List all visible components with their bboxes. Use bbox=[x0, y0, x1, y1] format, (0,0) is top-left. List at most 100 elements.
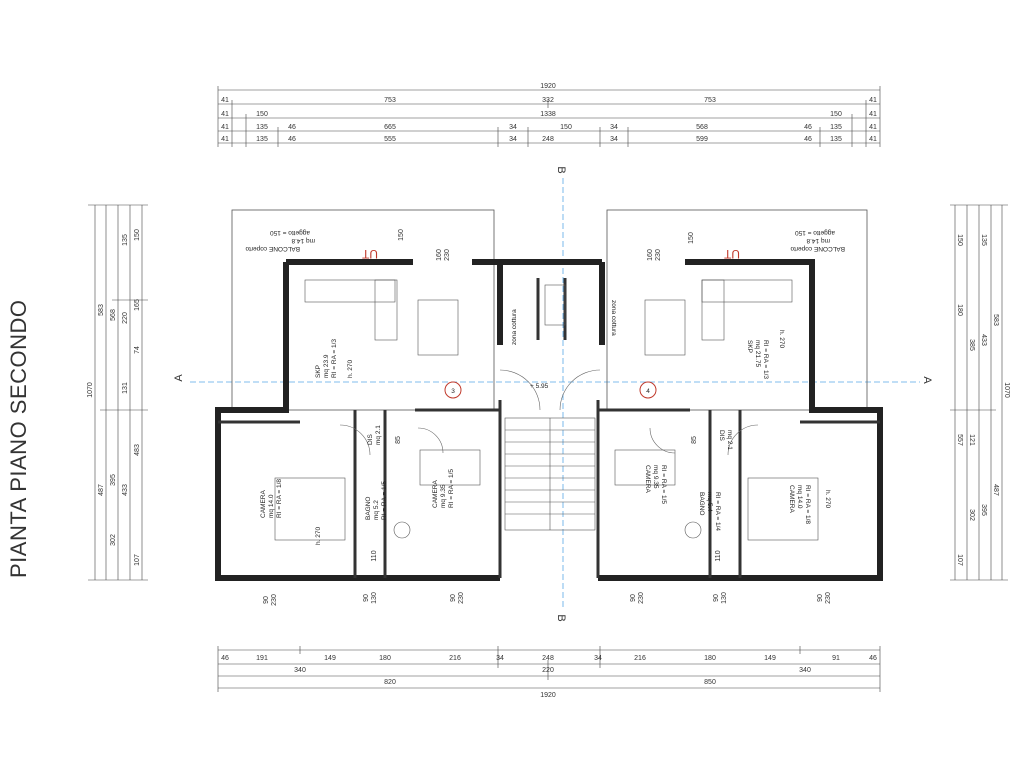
dim-top-r5-2: 135 bbox=[256, 136, 268, 143]
left-bed2-1: mq 9.35 bbox=[440, 484, 447, 508]
right-bed1-0: CAMERA bbox=[788, 485, 795, 513]
left-balcony-0: BALCONE coperto bbox=[245, 245, 300, 252]
dim-top-r3-4: 41 bbox=[869, 111, 877, 118]
right-bed2-1: mq 9.35 bbox=[652, 465, 659, 489]
right-living-2: RI = RA = 1/3 bbox=[762, 340, 769, 379]
window-label-6: 85 bbox=[395, 436, 402, 444]
dim-bot-r1-4: 149 bbox=[324, 655, 336, 662]
left-living-0: SKP bbox=[315, 365, 322, 378]
window-label-9: 110 bbox=[715, 550, 722, 561]
dim-top-r5-6: 248 bbox=[542, 136, 554, 143]
dim-top-r3-0: 41 bbox=[221, 111, 229, 118]
dim-right-8: 180 bbox=[956, 304, 963, 316]
dim-left-1: 583 bbox=[98, 304, 105, 316]
window-label-4: 150 bbox=[398, 229, 405, 241]
dim-left-7: 483 bbox=[134, 444, 141, 456]
interior-walls bbox=[218, 278, 880, 578]
window-label-3: 230 bbox=[655, 249, 662, 261]
left-bath-2: RI = RA = 1/5 bbox=[381, 481, 388, 520]
right-bed1-1: mq 14.0 bbox=[796, 485, 803, 509]
dim-top-r5-3: 46 bbox=[288, 136, 296, 143]
dim-top-r4-12: 41 bbox=[869, 124, 877, 131]
dim-left-23: 150 bbox=[134, 229, 141, 241]
dim-top-r3-2: 1338 bbox=[540, 111, 556, 118]
dim-top-r4-3: 46 bbox=[288, 124, 296, 131]
door-arcs bbox=[339, 369, 759, 456]
dim-top-r3-3: 150 bbox=[830, 111, 842, 118]
dim-top-r5-9: 46 bbox=[804, 136, 812, 143]
ut-tag-left: UT bbox=[361, 247, 378, 261]
dim-right-7: 557 bbox=[956, 434, 963, 446]
dim-right-11: 121 bbox=[968, 434, 975, 446]
dim-bot-r1-18: 91 bbox=[832, 655, 840, 662]
dim-top-total: 1920 bbox=[540, 83, 556, 90]
section-mark-a-right: A bbox=[921, 376, 933, 384]
dim-top-r2-0: 41 bbox=[221, 97, 229, 104]
dim-top-r4-7: 34 bbox=[610, 124, 618, 131]
unit-marker-4 bbox=[639, 381, 657, 399]
dim-top-r5-5: 34 bbox=[509, 136, 517, 143]
dim-right-9: 135 bbox=[980, 234, 987, 246]
right-bed2-2: RI = RA = 1/5 bbox=[660, 465, 667, 504]
dim-right-5: 302 bbox=[968, 509, 975, 521]
dim-right-0: 1070 bbox=[1003, 382, 1010, 398]
door-label-6: 90 bbox=[630, 594, 637, 602]
dim-left-5: 302 bbox=[110, 534, 117, 546]
right-dis-1: mq 2.1 bbox=[726, 430, 733, 450]
dim-top-r2-2: 332 bbox=[542, 97, 554, 104]
left-living-2: RI = RA = 1/3 bbox=[331, 339, 338, 378]
ut-tag-right: UT bbox=[723, 247, 740, 261]
dim-left-19: 107 bbox=[134, 554, 141, 566]
furniture bbox=[274, 279, 819, 541]
window-label-2: 160 bbox=[647, 249, 654, 261]
door-label-11: 230 bbox=[825, 592, 832, 604]
dim-left-4: 487 bbox=[98, 484, 105, 496]
right-bed1-3: h. 270 bbox=[824, 490, 831, 508]
dim-right-18: 107 bbox=[956, 554, 963, 566]
dim-bot-r1-2: 340 bbox=[294, 667, 306, 674]
window-label-7: 85 bbox=[691, 436, 698, 444]
section-mark-b-bottom: B bbox=[555, 614, 567, 621]
dim-top-r3-1: 150 bbox=[256, 111, 268, 118]
stair bbox=[504, 417, 596, 531]
dim-top-r4-5: 34 bbox=[509, 124, 517, 131]
door-label-2: 90 bbox=[363, 594, 370, 602]
outer-walls bbox=[215, 259, 883, 581]
left-bath-1: mq 5.2 bbox=[373, 500, 380, 520]
dim-bot-r1-19: 46 bbox=[869, 655, 877, 662]
dim-top-r4-9: 46 bbox=[804, 124, 812, 131]
right-bed2-0: CAMERA bbox=[644, 465, 651, 493]
left-dimension-labels: 1070 583 487 568 395 302 433 135 220 131… bbox=[87, 229, 141, 566]
dim-right-19: 150 bbox=[956, 234, 963, 246]
dim-top-r5-7: 34 bbox=[610, 136, 618, 143]
dim-bot-r1-0: 46 bbox=[221, 655, 229, 662]
right-bed1-2: RI = RA = 1/8 bbox=[804, 485, 811, 524]
right-dimension-labels: 1070 583 487 433 395 135 385 121 302 557… bbox=[956, 234, 1010, 566]
right-living-0: SKP bbox=[746, 340, 753, 353]
left-living-1: mq 23.9 bbox=[323, 354, 330, 378]
window-label-5: 150 bbox=[688, 232, 695, 244]
door-label-9: 130 bbox=[721, 592, 728, 604]
left-dimension-chains bbox=[88, 204, 148, 581]
left-bed1-2: RI = RA = 1/8 bbox=[276, 479, 283, 518]
right-living-3: h. 270 bbox=[778, 330, 785, 348]
left-balcony-2: aggetto = 150 bbox=[270, 229, 310, 236]
dim-left-2: 568 bbox=[110, 309, 117, 321]
right-balcony-2: aggetto = 150 bbox=[795, 229, 835, 236]
dim-top-r4-4: 665 bbox=[384, 124, 396, 131]
top-dimension-labels: 1920 41 753 332 753 41 41 150 1338 150 4… bbox=[221, 83, 877, 143]
opening-labels: 90 230 90 130 90 230 90 230 90 130 90 23… bbox=[263, 229, 832, 606]
right-living-1: mq 21.75 bbox=[754, 340, 761, 367]
dim-right-4: 487 bbox=[992, 484, 999, 496]
dim-bot-r1-17: 340 bbox=[799, 667, 811, 674]
dim-right-10: 385 bbox=[968, 339, 975, 351]
right-dis-0: DIS bbox=[718, 430, 725, 442]
dim-top-r4-2: 135 bbox=[256, 124, 268, 131]
door-label-4: 90 bbox=[450, 594, 457, 602]
top-dimension-chains bbox=[217, 86, 881, 147]
door-label-0: 90 bbox=[263, 596, 270, 604]
right-bath-1: mq 5.4 bbox=[706, 492, 713, 512]
dim-top-r5-10: 135 bbox=[830, 136, 842, 143]
dim-top-r2-1: 753 bbox=[384, 97, 396, 104]
